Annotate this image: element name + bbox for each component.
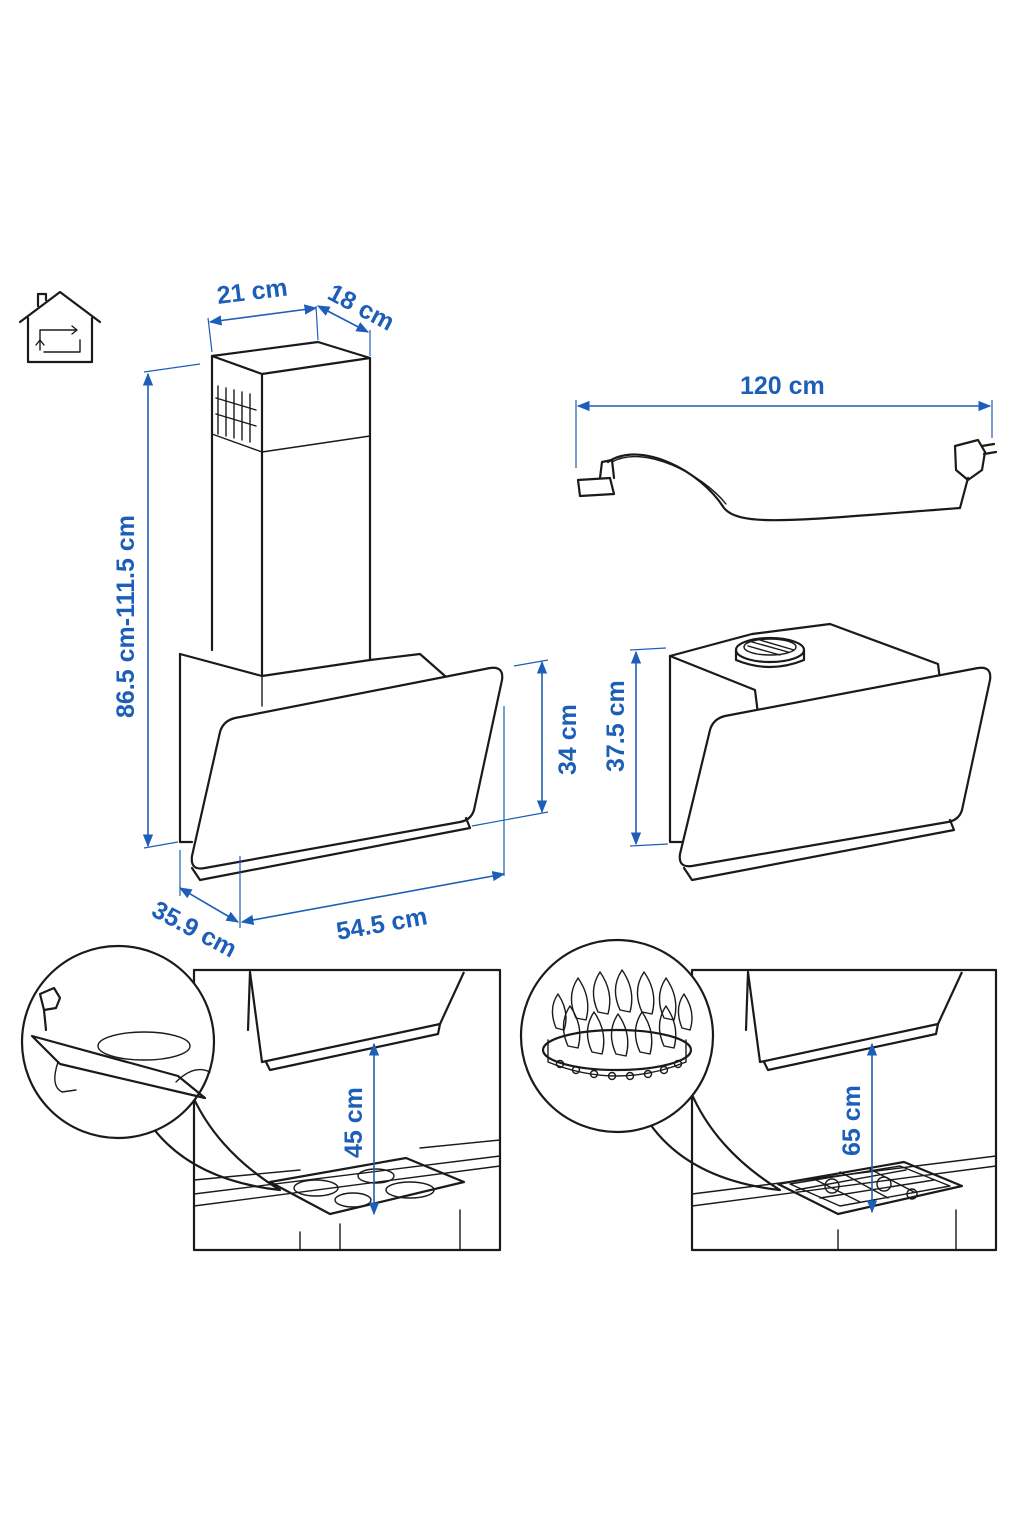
hood-width-label: 54.5 cm [334, 902, 429, 946]
cable-connector [576, 458, 616, 498]
recirculation-hood-illustration [668, 622, 992, 882]
hood-height-dimension: 34 cm [471, 659, 582, 827]
cable-length-dimension: 120 cm [575, 372, 993, 468]
recirc-height-dimension: 37.5 cm [602, 647, 669, 847]
gas-clearance-label: 65 cm [838, 1085, 866, 1156]
hood-depth-label: 35.9 cm [147, 896, 241, 964]
recirc-height-label: 37.5 cm [602, 680, 630, 772]
gas-clearance-dimension: 65 cm [838, 1042, 878, 1214]
vent-slots [215, 385, 257, 443]
electric-clearance-dimension: 45 cm [340, 1042, 380, 1216]
electric-clearance-label: 45 cm [340, 1087, 368, 1158]
gas-cooktop-scene [519, 938, 998, 1252]
total-height-label: 86.5 cm-111.5 cm [112, 515, 140, 718]
house-recirculation-icon [18, 290, 102, 364]
chimney-width-label: 21 cm [215, 274, 289, 310]
chimney-width-dimension: 21 cm [207, 274, 319, 353]
chimney-hood-illustration [178, 340, 504, 882]
chimney-depth-dimension: 18 cm [316, 279, 399, 356]
hood-height-label: 34 cm [554, 704, 582, 775]
cable-length-label: 120 cm [740, 372, 825, 400]
total-height-dimension: 86.5 cm-111.5 cm [112, 363, 201, 849]
power-plug-icon [953, 438, 998, 482]
charcoal-filter [734, 636, 806, 669]
power-cable-illustration [576, 438, 998, 522]
power-plug-icon [38, 986, 62, 1032]
gas-flame-icon [541, 969, 693, 1081]
electric-cooktop-scene [20, 944, 502, 1252]
